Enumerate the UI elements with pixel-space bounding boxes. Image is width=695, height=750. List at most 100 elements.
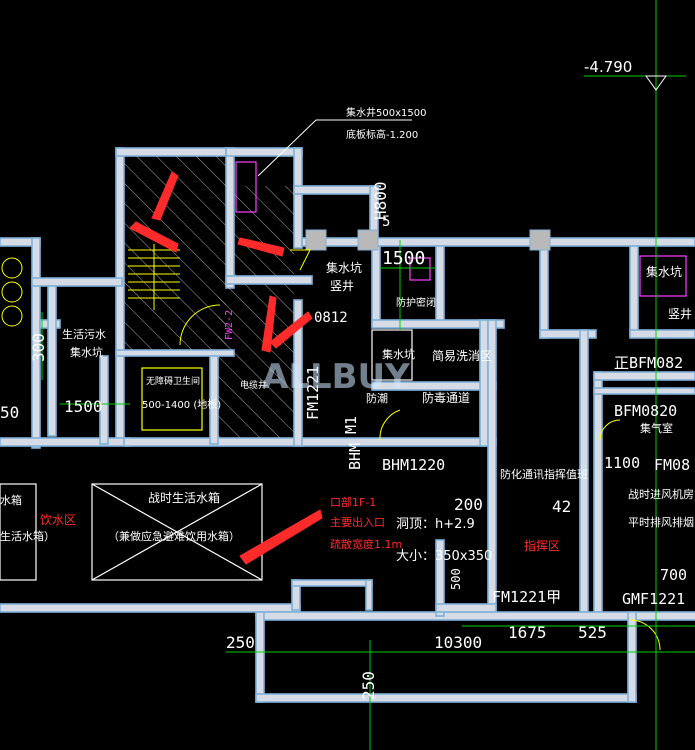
sewage-pit-label: 生活污水: [62, 327, 106, 341]
dim-1675: 1675: [508, 623, 547, 642]
wall-shaft-top: [225, 147, 303, 157]
dim-1500-top: 1500: [382, 248, 425, 269]
size-500-1400: 500-1400 (地板): [142, 398, 221, 411]
pit-leader: [257, 119, 412, 177]
column-3: [529, 229, 551, 251]
num-300: 300: [29, 333, 48, 362]
arrow-icon: [261, 295, 277, 353]
columns: [305, 229, 551, 251]
exit-line3: 疏散宽度1.1m: [330, 537, 402, 551]
wall-left-mid: [31, 277, 123, 287]
wall-lower-h: [123, 437, 497, 447]
fm1221-jia: FM1221甲: [492, 588, 561, 606]
pit-label-left: 集水坑: [326, 260, 362, 275]
num-500-small: 500: [449, 568, 463, 590]
elevation-marker: -4.790: [584, 58, 667, 91]
wall-bottom-h: [435, 603, 497, 613]
bhm1220-label: BHM1220: [382, 456, 445, 474]
water-tank-sub: （兼做应急避难饮用水箱）: [108, 529, 240, 543]
wall-center-v4: [487, 319, 497, 617]
exhaust-room: 平时排风排烟: [628, 515, 694, 529]
h800-label: H800: [371, 181, 390, 220]
num-1500-left: 1500: [64, 397, 103, 416]
arrow-icon: [151, 171, 179, 221]
wall-lower-bottom: [255, 693, 637, 703]
dim-250: 250: [226, 633, 255, 652]
wall-right-h4: [629, 329, 695, 339]
water-tank-title: 战时生活水箱: [148, 490, 220, 505]
pit-label-left-sub: 竖井: [330, 279, 354, 293]
hatch-stair: [124, 156, 226, 350]
jiaceng-label: 防护密闭: [396, 296, 436, 309]
arrow-icon: [129, 221, 179, 253]
wall-lower-left: [255, 611, 265, 703]
wall-inner-a: [225, 275, 313, 285]
pit-note-line2: 底板标高-1.200: [346, 128, 418, 141]
wall-shaft-right: [293, 147, 303, 249]
wall-right-h1: [539, 329, 597, 339]
fm08-label: FM08: [654, 456, 690, 474]
gas-lock-passage: 防毒通道: [422, 390, 470, 405]
pit-label-right-sub: 竖井: [668, 307, 692, 321]
wall-right-v4: [629, 245, 639, 337]
labels: 集水坑 竖井 1500 H800 5 防护密闭 0812 FW2-2 电缆井 F…: [0, 181, 694, 700]
decon-area: 简易洗消区: [432, 349, 492, 363]
gmf1221: GMF1221: [622, 590, 685, 608]
num-1100: 1100: [604, 454, 640, 472]
wall-center-v1: [371, 245, 381, 327]
dim-10300: 10300: [434, 633, 482, 652]
bfm0820-label: 正BFM082: [614, 354, 683, 372]
wall-right-h3: [593, 387, 695, 395]
wall-stair-top: [115, 147, 235, 157]
fangchao-label: 防潮: [366, 391, 388, 405]
wall-tank-h2: [291, 579, 373, 587]
walls: [0, 147, 695, 703]
wall-right-v1: [539, 237, 549, 339]
wall-corridor-top: [301, 237, 695, 247]
hatch-lower: [218, 284, 294, 438]
pit-note-line1: 集水井500x1500: [346, 106, 426, 119]
num-0812: 0812: [314, 310, 348, 326]
elevation-text: -4.790: [584, 58, 632, 76]
wall-tank-bottom: [0, 603, 301, 613]
num-200: 200: [454, 495, 483, 514]
num-42: 42: [552, 497, 571, 516]
drinking-area: 饮水区: [40, 513, 76, 527]
m1-vertical: M1: [342, 416, 360, 434]
fwz2-label: FW2-2: [224, 310, 235, 340]
hole-size: 大小：350x350: [396, 549, 492, 564]
hole-top: 洞顶：h+2.9: [396, 517, 475, 532]
diangan-label: 电缆井: [240, 379, 267, 391]
wall-center-v2: [435, 245, 445, 327]
num-50: 50: [0, 403, 19, 422]
pit-label-right: 集水坑: [646, 264, 682, 279]
door-swings: [179, 249, 661, 651]
dimension-lines: [41, 0, 695, 750]
wall-left-room-v: [31, 237, 41, 449]
magenta-symbols: [0, 161, 687, 581]
wall-stair-bottom: [115, 349, 235, 357]
wall-right-v3: [593, 371, 603, 613]
dim-250-vertical: 250: [359, 671, 378, 700]
pit-label-mid: 集水坑: [382, 347, 415, 361]
wall-center-h: [371, 319, 505, 329]
exit-line1: 口部1F-1: [330, 495, 376, 509]
wall-left-box-bottom: [0, 437, 131, 447]
left-tank-b: 生活水箱）: [0, 529, 55, 543]
sewage-pit-sub: 集水坑: [70, 345, 103, 359]
wall-left-box-v: [47, 285, 57, 437]
command-area: 指挥区: [524, 538, 560, 553]
wall-far-right: [627, 611, 637, 703]
wall-bottom-v: [435, 539, 445, 617]
wall-right-h2: [593, 371, 695, 381]
fixtures: [1, 257, 23, 327]
left-tank-a: 水箱: [0, 493, 22, 507]
bhm-vertical: BHM: [346, 443, 364, 470]
wall-center-v3: [479, 319, 489, 447]
wall-shaft-horz: [293, 185, 379, 195]
gas-room-label: 集气室: [640, 421, 673, 435]
watermark-text: ALLBUY: [262, 357, 410, 397]
num-5: 5: [382, 214, 390, 230]
wall-tank-v2: [365, 579, 373, 611]
